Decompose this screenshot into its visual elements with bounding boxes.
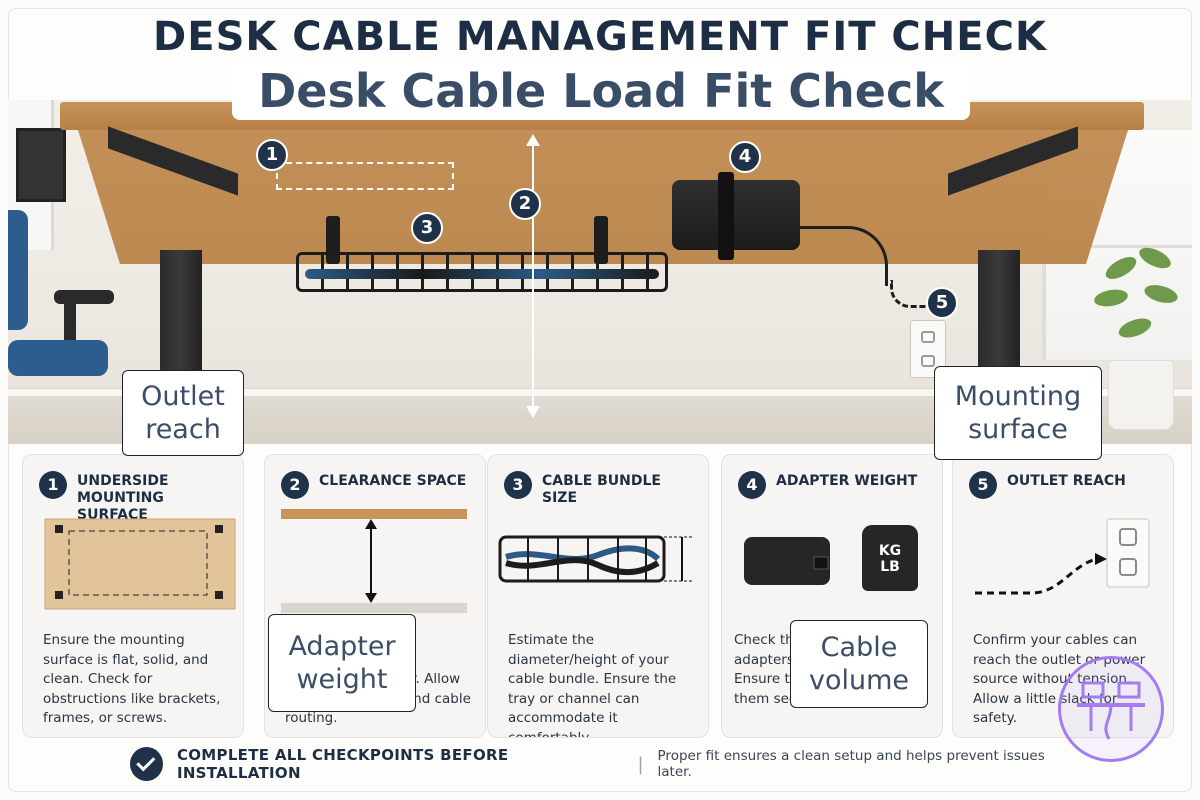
adapter-icon	[744, 537, 830, 585]
weight-unit-lb: LB	[880, 559, 900, 575]
card-title: CLEARANCE SPACE	[319, 473, 467, 489]
cable-to-outlet-dashed	[890, 280, 934, 308]
top-title: DESK CABLE MANAGEMENT FIT CHECK	[153, 14, 1047, 52]
overlay-title: Desk Cable Load Fit Check	[232, 62, 970, 120]
cable-tray	[296, 252, 668, 292]
callout-mounting-surface: Mounting surface	[934, 366, 1102, 460]
marker-3: 3	[411, 212, 443, 244]
weight-icon: KG LB	[862, 525, 918, 591]
checkpoint-card-4: 4 ADAPTER WEIGHT KG LB Check the weight …	[721, 454, 943, 738]
footer-banner: COMPLETE ALL CHECKPOINTS BEFORE INSTALLA…	[130, 744, 1070, 784]
clearance-arrow	[526, 134, 540, 418]
mounting-area-outline	[276, 162, 454, 190]
baseboard	[8, 388, 1192, 396]
monitor	[16, 128, 66, 202]
marker-5: 5	[926, 287, 958, 319]
footer-separator: |	[637, 753, 644, 775]
mounting-surface-icon	[44, 518, 236, 610]
card-number: 2	[281, 471, 309, 499]
watermark-icon	[1077, 681, 1145, 740]
callout-outlet-reach: Outlet reach	[122, 370, 244, 456]
checkmark-icon	[130, 747, 163, 781]
card-title: OUTLET REACH	[1007, 473, 1126, 489]
card-number: 4	[738, 471, 766, 499]
checkpoint-card-1: 1 UNDERSIDE MOUNTING SURFACE Ensure the …	[22, 454, 244, 738]
card-number: 5	[969, 471, 997, 499]
callout-adapter-weight: Adapter weight	[268, 614, 416, 712]
card-number: 1	[39, 471, 67, 499]
marker-1: 1	[256, 139, 288, 171]
card-text: Ensure the mounting surface is flat, sol…	[43, 632, 221, 726]
office-chair	[8, 210, 118, 440]
cable-bundle-icon	[498, 535, 694, 583]
power-adapter	[672, 180, 800, 250]
footer-sub-text: Proper fit ensures a clean setup and hel…	[657, 748, 1045, 780]
card-title: ADAPTER WEIGHT	[776, 473, 918, 489]
adapter-strap	[718, 172, 734, 260]
clearance-icon	[281, 509, 467, 613]
marker-4: 4	[729, 141, 761, 173]
checkpoint-card-3: 3 CABLE BUNDLE SIZE Estimate the diamete…	[487, 454, 709, 738]
marker-2: 2	[509, 188, 541, 220]
power-cable	[798, 226, 888, 286]
footer-main-text: COMPLETE ALL CHECKPOINTS BEFORE INSTALLA…	[176, 746, 509, 782]
card-number: 3	[504, 471, 532, 499]
weight-unit-kg: KG	[878, 543, 902, 559]
callout-cable-volume: Cable volume	[790, 620, 928, 708]
potted-plant	[1092, 243, 1184, 430]
card-text: Estimate the diameter/height of your cab…	[508, 632, 677, 738]
outlet-reach-icon	[975, 518, 1150, 595]
card-title: CABLE BUNDLE SIZE	[542, 473, 661, 506]
watermark-logo	[1058, 656, 1164, 762]
